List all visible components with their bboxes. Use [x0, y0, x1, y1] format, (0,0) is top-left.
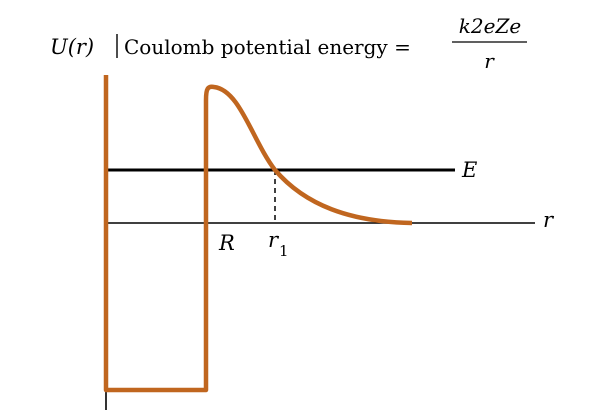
- x-axis-label: r: [543, 208, 555, 232]
- y-axis-label: U(r): [50, 35, 94, 59]
- fraction-denominator: r: [484, 49, 495, 73]
- turning-point-label: r: [268, 228, 280, 252]
- energy-level-label: E: [461, 158, 477, 182]
- fraction-numerator: k2eZe: [459, 14, 521, 38]
- turning-point-subscript: 1: [279, 242, 289, 260]
- potential-energy-curve: [103, 75, 413, 393]
- coulomb-title-text: Coulomb potential energy =: [124, 35, 411, 59]
- nuclear-radius-label: R: [218, 231, 235, 255]
